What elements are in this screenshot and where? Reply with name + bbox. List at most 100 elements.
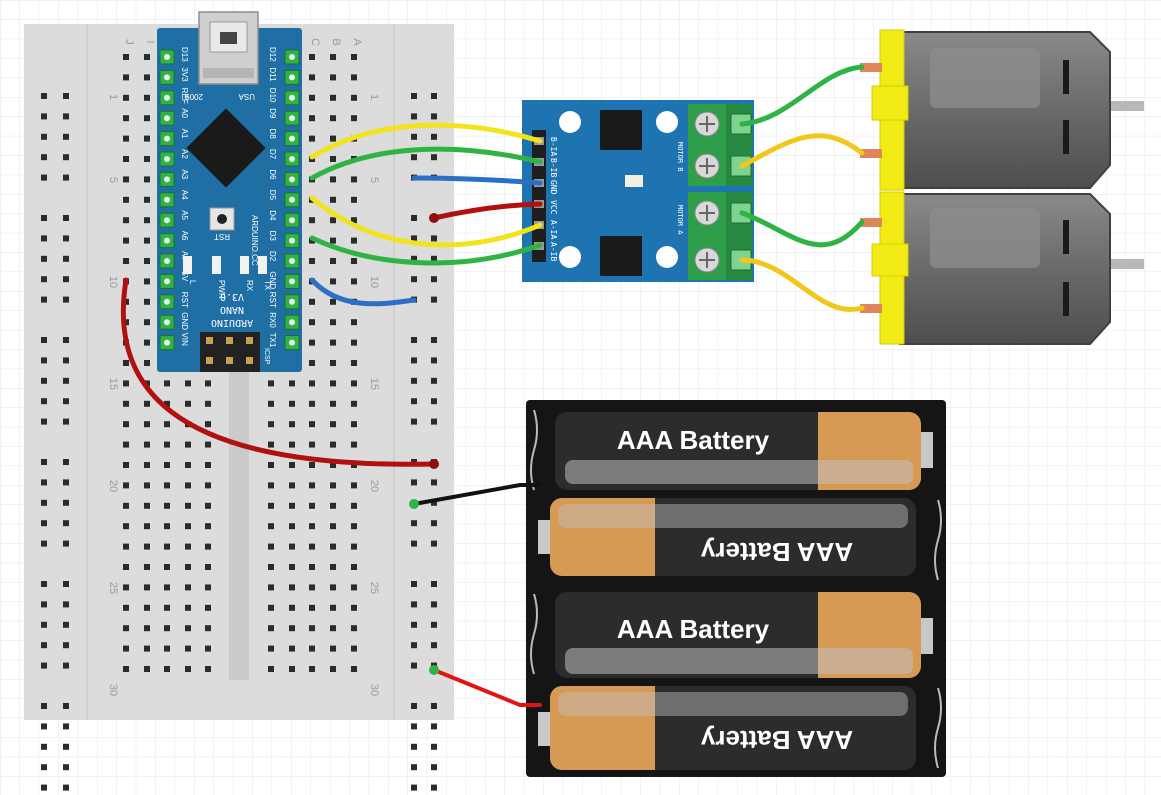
- power-rail-hole[interactable]: [411, 276, 417, 283]
- breadboard-hole[interactable]: [123, 237, 129, 244]
- breadboard-hole[interactable]: [164, 543, 170, 550]
- breadboard-hole[interactable]: [123, 360, 129, 366]
- breadboard-hole[interactable]: [330, 135, 336, 142]
- breadboard-hole[interactable]: [289, 625, 295, 632]
- power-rail-hole[interactable]: [431, 398, 437, 405]
- power-rail-hole[interactable]: [41, 540, 47, 547]
- wire-yellow-b-ia[interactable]: [309, 122, 543, 160]
- power-rail-hole[interactable]: [63, 784, 69, 791]
- breadboard-hole[interactable]: [351, 441, 357, 448]
- wire-red-vin[interactable]: [120, 277, 437, 467]
- breadboard-hole[interactable]: [309, 564, 315, 570]
- power-rail-hole[interactable]: [431, 235, 437, 242]
- breadboard-hole[interactable]: [123, 645, 129, 652]
- power-rail-hole[interactable]: [411, 357, 417, 364]
- power-rail-hole[interactable]: [41, 601, 47, 608]
- breadboard-hole[interactable]: [330, 441, 336, 448]
- breadboard-hole[interactable]: [268, 380, 274, 387]
- breadboard-hole[interactable]: [205, 604, 211, 611]
- power-rail-hole[interactable]: [411, 784, 417, 791]
- breadboard-hole[interactable]: [351, 237, 357, 244]
- breadboard-hole[interactable]: [144, 564, 150, 570]
- breadboard-hole[interactable]: [164, 462, 170, 468]
- breadboard-hole[interactable]: [144, 441, 150, 448]
- breadboard-hole[interactable]: [123, 74, 129, 81]
- breadboard-hole[interactable]: [205, 666, 211, 672]
- power-rail-hole[interactable]: [63, 377, 69, 384]
- power-rail-hole[interactable]: [431, 154, 437, 161]
- power-rail-hole[interactable]: [41, 418, 47, 425]
- power-rail-hole[interactable]: [431, 337, 437, 343]
- power-rail-hole[interactable]: [63, 133, 69, 140]
- breadboard-hole[interactable]: [185, 666, 191, 672]
- power-rail-hole[interactable]: [63, 764, 69, 771]
- breadboard-hole[interactable]: [205, 523, 211, 530]
- breadboard-hole[interactable]: [351, 625, 357, 632]
- breadboard-hole[interactable]: [309, 462, 315, 468]
- breadboard-hole[interactable]: [351, 360, 357, 366]
- power-rail-hole[interactable]: [411, 743, 417, 750]
- power-rail-hole[interactable]: [431, 93, 437, 99]
- power-rail-hole[interactable]: [41, 296, 47, 303]
- wire-black-battery-neg[interactable]: [412, 483, 542, 506]
- power-rail-hole[interactable]: [431, 520, 437, 527]
- breadboard-hole[interactable]: [164, 523, 170, 530]
- breadboard-hole[interactable]: [144, 625, 150, 632]
- power-rail-hole[interactable]: [63, 540, 69, 547]
- breadboard-hole[interactable]: [144, 666, 150, 672]
- breadboard-hole[interactable]: [289, 441, 295, 448]
- power-rail-hole[interactable]: [63, 235, 69, 242]
- breadboard-hole[interactable]: [330, 645, 336, 652]
- breadboard-hole[interactable]: [309, 645, 315, 652]
- power-rail-hole[interactable]: [41, 520, 47, 527]
- breadboard-hole[interactable]: [351, 380, 357, 387]
- power-rail-hole[interactable]: [431, 255, 437, 262]
- breadboard-hole[interactable]: [123, 502, 129, 509]
- breadboard-hole[interactable]: [330, 176, 336, 183]
- breadboard-hole[interactable]: [351, 217, 357, 224]
- wire-red-battery-pos[interactable]: [432, 668, 542, 707]
- breadboard-hole[interactable]: [309, 135, 315, 142]
- breadboard-hole[interactable]: [144, 482, 150, 489]
- breadboard-hole[interactable]: [330, 94, 336, 101]
- breadboard-hole[interactable]: [351, 400, 357, 407]
- breadboard-hole[interactable]: [205, 421, 211, 428]
- breadboard-hole[interactable]: [289, 645, 295, 652]
- breadboard-hole[interactable]: [351, 94, 357, 101]
- breadboard-hole[interactable]: [289, 564, 295, 570]
- breadboard-hole[interactable]: [289, 462, 295, 468]
- breadboard-hole[interactable]: [123, 54, 129, 60]
- breadboard-hole[interactable]: [309, 523, 315, 530]
- breadboard-hole[interactable]: [164, 604, 170, 611]
- breadboard-hole[interactable]: [144, 604, 150, 611]
- breadboard-hole[interactable]: [351, 523, 357, 530]
- breadboard-hole[interactable]: [144, 462, 150, 468]
- power-rail-hole[interactable]: [41, 621, 47, 628]
- power-rail-hole[interactable]: [411, 642, 417, 649]
- power-rail-hole[interactable]: [431, 723, 437, 730]
- breadboard-hole[interactable]: [330, 258, 336, 264]
- breadboard-hole[interactable]: [205, 543, 211, 550]
- breadboard-hole[interactable]: [185, 604, 191, 611]
- breadboard-hole[interactable]: [144, 421, 150, 428]
- power-rail-hole[interactable]: [411, 764, 417, 771]
- breadboard-hole[interactable]: [205, 462, 211, 468]
- breadboard-hole[interactable]: [309, 380, 315, 387]
- power-rail-hole[interactable]: [63, 418, 69, 425]
- power-rail-hole[interactable]: [63, 113, 69, 120]
- power-rail-hole[interactable]: [63, 642, 69, 649]
- breadboard-hole[interactable]: [164, 584, 170, 591]
- breadboard-hole[interactable]: [144, 135, 150, 142]
- power-rail-hole[interactable]: [411, 113, 417, 120]
- breadboard-hole[interactable]: [123, 441, 129, 448]
- breadboard-hole[interactable]: [268, 645, 274, 652]
- breadboard-hole[interactable]: [144, 523, 150, 530]
- breadboard-hole[interactable]: [123, 482, 129, 489]
- breadboard-hole[interactable]: [205, 645, 211, 652]
- breadboard-hole[interactable]: [123, 543, 129, 550]
- wire-green-b-ib[interactable]: [309, 146, 543, 181]
- power-rail-hole[interactable]: [41, 703, 47, 709]
- breadboard-hole[interactable]: [144, 298, 150, 305]
- power-rail-hole[interactable]: [431, 784, 437, 791]
- breadboard-hole[interactable]: [144, 400, 150, 407]
